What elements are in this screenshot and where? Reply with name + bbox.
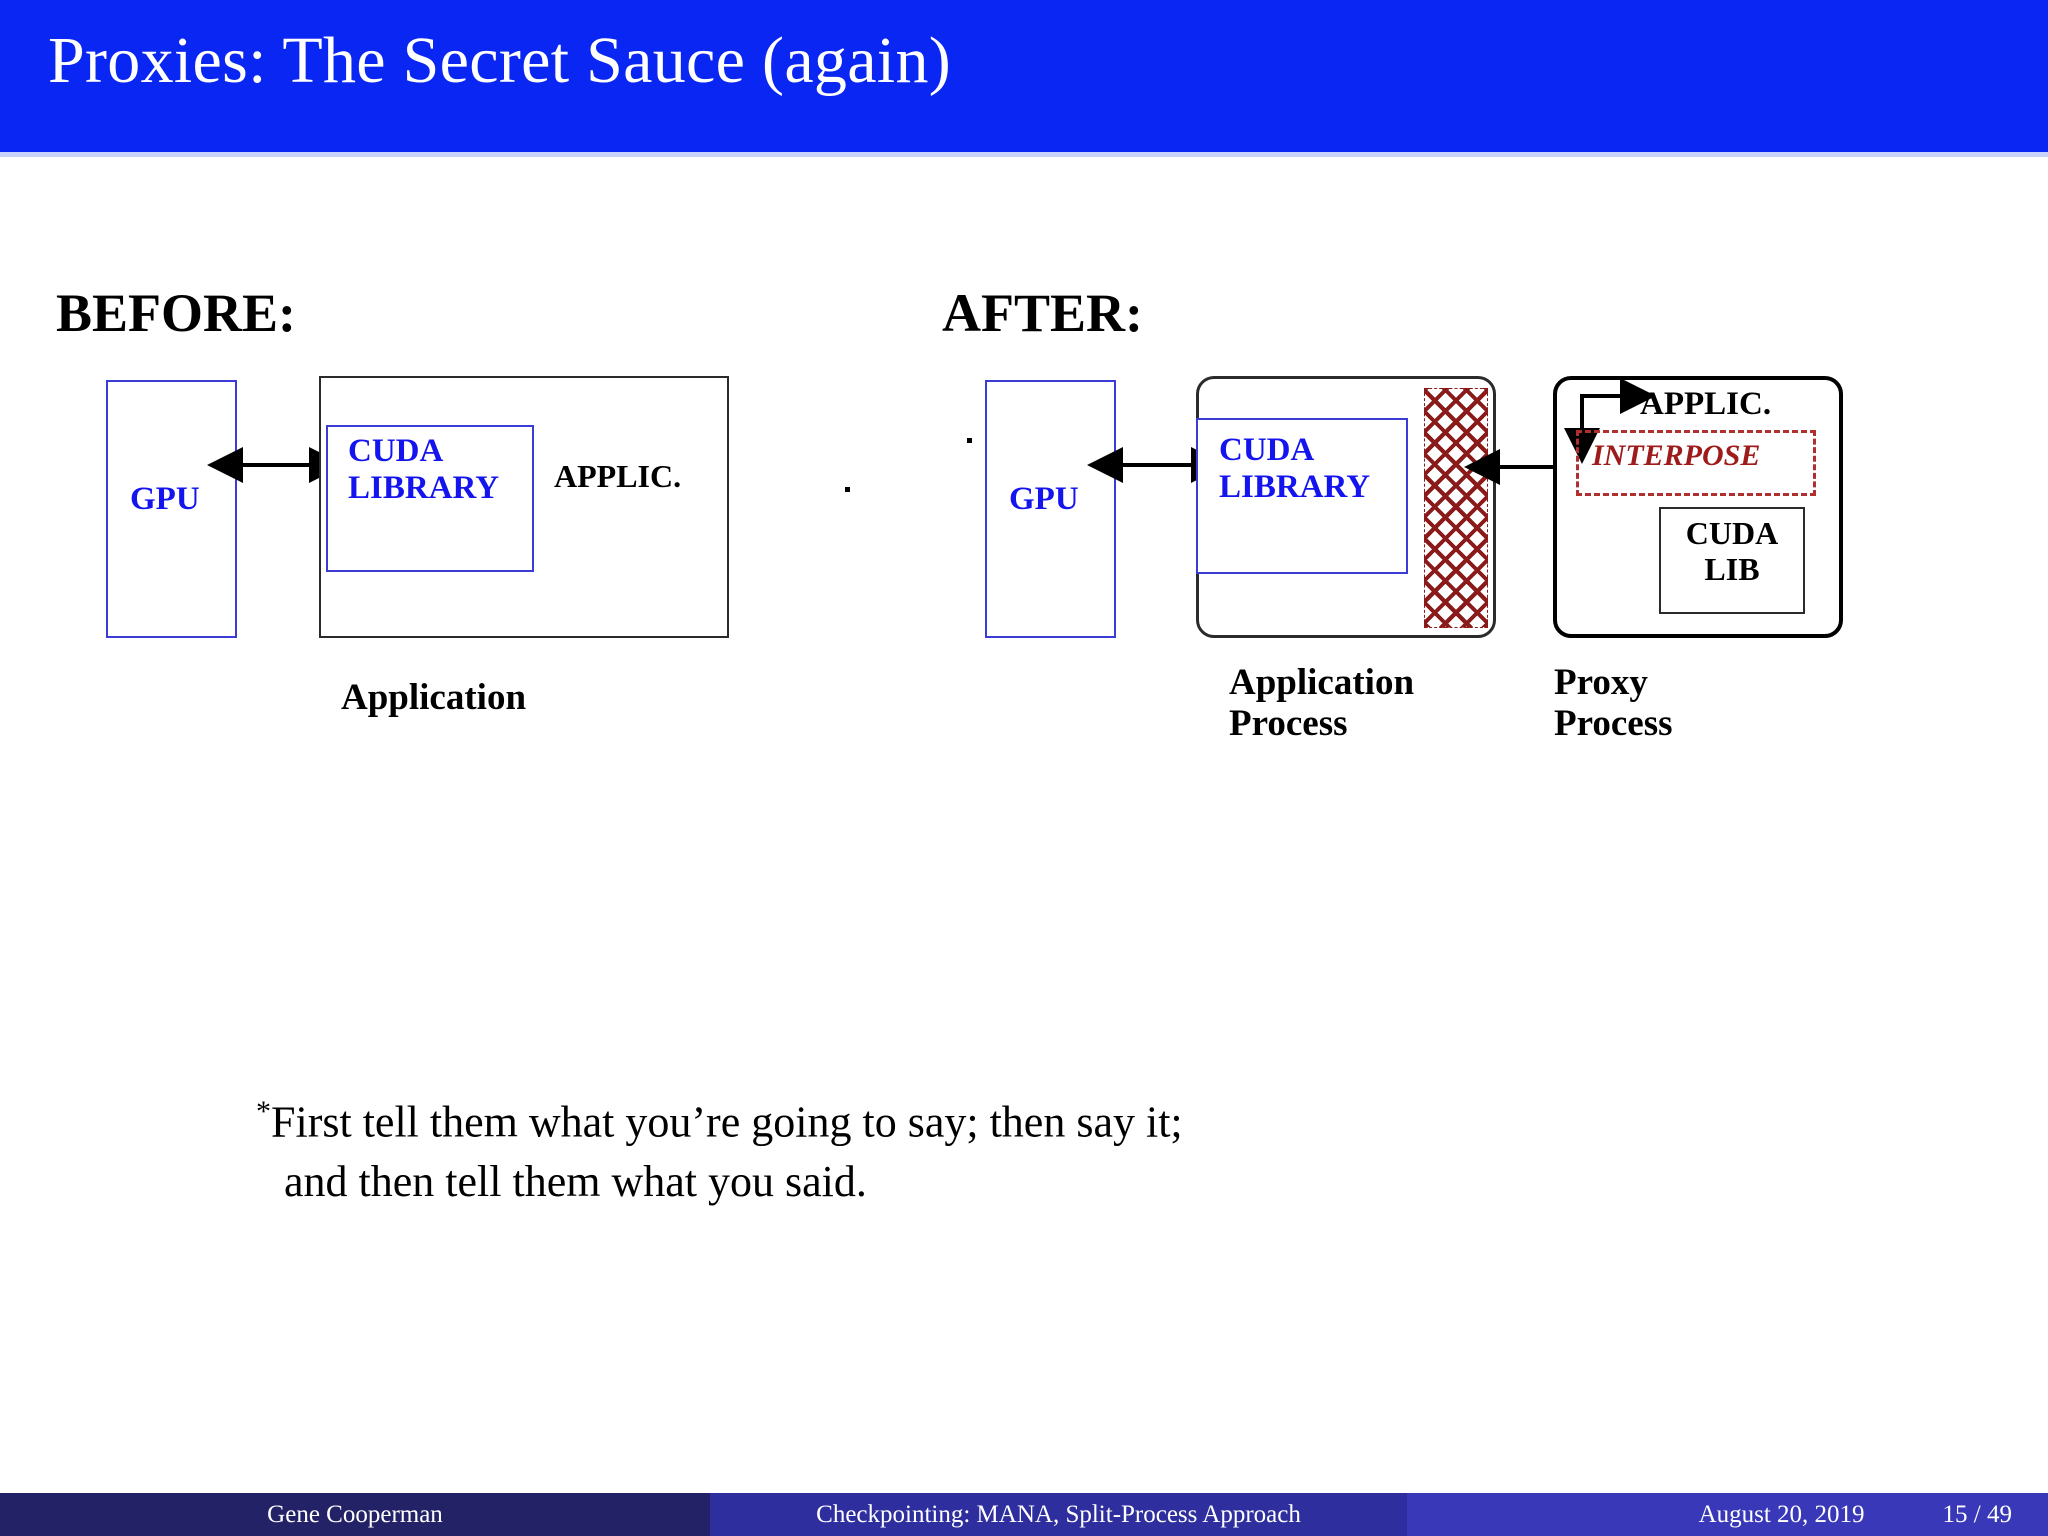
after-proxy-process-caption: Proxy Process <box>1554 662 1673 745</box>
after-app-proxy-arrow <box>1464 449 1596 485</box>
proxy-cuda-lib-box <box>1659 507 1805 614</box>
title-banner <box>0 0 2048 152</box>
after-cuda-library-box <box>1196 418 1408 574</box>
footer-author: Gene Cooperman <box>0 1493 710 1536</box>
after-gpu-app-arrow <box>1087 447 1227 483</box>
before-gpu-label: GPU <box>130 481 200 517</box>
page-title: Proxies: The Secret Sauce (again) <box>48 24 952 97</box>
footer-date: August 20, 2019 <box>1698 1500 1865 1528</box>
proxy-applic-label: APPLIC. <box>1640 386 1772 422</box>
after-gpu-box <box>985 380 1116 638</box>
before-caption: Application <box>341 677 527 718</box>
footnote-line1: First tell them what you’re going to say… <box>271 1097 1183 1147</box>
before-cuda-library-box <box>326 425 534 572</box>
proxy-interpose-box <box>1576 430 1816 496</box>
after-cuda-library-label: CUDA LIBRARY <box>1219 432 1371 505</box>
footnote: *First tell them what you’re going to sa… <box>256 1092 1756 1211</box>
after-heading: AFTER: <box>942 283 1143 343</box>
before-cuda-library-label: CUDA LIBRARY <box>348 433 500 506</box>
before-gpu-app-arrow <box>207 447 345 483</box>
footnote-line2: and then tell them what you said. <box>284 1157 867 1207</box>
footer-page-number: 15 / 49 <box>1942 1500 2012 1528</box>
footer-subject: Checkpointing: MANA, Split-Process Appro… <box>710 1493 1407 1536</box>
shared-memory-hatch-strip <box>1424 388 1488 628</box>
proxy-cuda-lib-label: CUDA LIB <box>1685 515 1779 587</box>
decorative-dot <box>967 438 972 443</box>
before-applic-label: APPLIC. <box>554 458 682 494</box>
before-heading: BEFORE: <box>56 283 297 343</box>
before-gpu-box <box>106 380 237 638</box>
after-application-process-caption: Application Process <box>1229 662 1415 745</box>
decorative-dot <box>845 487 850 492</box>
footer-right-group: August 20, 2019 15 / 49 <box>1407 1493 2048 1536</box>
title-banner-underline <box>0 152 2048 157</box>
after-gpu-label: GPU <box>1009 481 1079 517</box>
footnote-marker: * <box>256 1095 271 1128</box>
footer-bar: Gene Cooperman Checkpointing: MANA, Spli… <box>0 1493 2048 1536</box>
proxy-interpose-label: INTERPOSE <box>1592 439 1761 472</box>
proxy-interpose-bent-arrow <box>1564 378 1656 464</box>
